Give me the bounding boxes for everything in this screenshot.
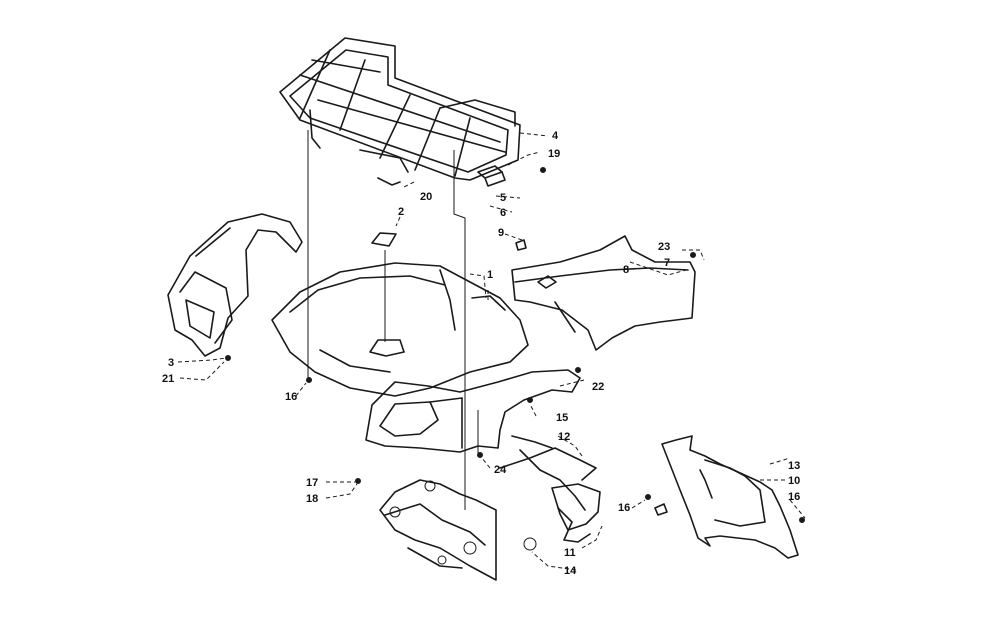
callout-labels: 1 2 3 4 5 6 7 8 9 10 11 12 13 14 15 16 1… — [162, 130, 800, 577]
rear-body-panel-part — [271, 262, 529, 397]
bracket-hardware-part — [477, 165, 506, 187]
callout-24: 24 — [494, 464, 507, 476]
alignment-lines — [307, 130, 479, 510]
callout-3: 3 — [168, 357, 174, 369]
callout-20: 20 — [420, 191, 432, 203]
callout-13: 13 — [788, 460, 800, 472]
callout-9: 9 — [498, 227, 504, 239]
callout-19: 19 — [548, 148, 560, 160]
callout-16-right: 16 — [788, 491, 800, 503]
callout-14: 14 — [564, 565, 577, 577]
callout-1: 1 — [487, 269, 493, 281]
lower-frame-part — [379, 479, 497, 581]
callout-18: 18 — [306, 493, 318, 505]
front-fender-part — [365, 369, 581, 453]
left-fender-part — [167, 213, 303, 357]
callout-17: 17 — [306, 477, 318, 489]
mount-bracket-part — [499, 435, 601, 551]
fasteners — [225, 167, 805, 523]
callout-21: 21 — [162, 373, 174, 385]
callout-2: 2 — [398, 206, 404, 218]
callout-5: 5 — [500, 192, 506, 204]
callout-23: 23 — [658, 241, 670, 253]
callout-15: 15 — [556, 412, 568, 424]
seat-pad-part — [371, 232, 397, 247]
side-panel-part — [511, 235, 696, 351]
callout-4: 4 — [552, 130, 559, 142]
callout-12: 12 — [558, 431, 570, 443]
callout-16-middle: 16 — [618, 502, 630, 514]
callout-8: 8 — [623, 264, 629, 276]
leader-lines — [177, 132, 806, 571]
callout-10: 10 — [788, 475, 800, 487]
rear-rack-part — [279, 37, 521, 186]
callout-6: 6 — [500, 207, 506, 219]
callout-22: 22 — [592, 381, 604, 393]
rear-side-panel-part — [661, 435, 799, 559]
callout-16-left: 16 — [285, 391, 297, 403]
callout-7: 7 — [664, 257, 670, 269]
callout-11: 11 — [564, 547, 576, 559]
